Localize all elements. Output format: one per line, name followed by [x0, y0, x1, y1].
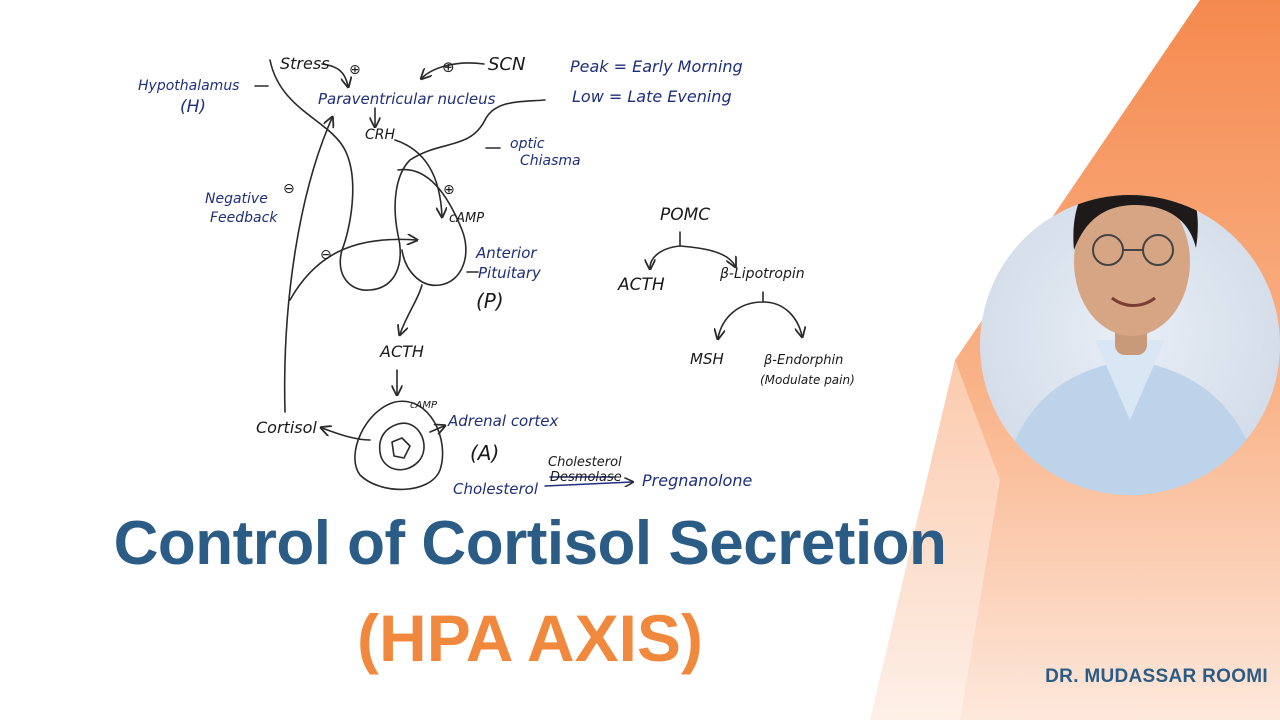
cholesterol-label: Cholesterol	[453, 480, 539, 498]
pomc-label: POMC	[660, 205, 710, 225]
pomc-acth-arrow	[650, 231, 681, 268]
crh-label: CRH	[365, 127, 396, 143]
desmolase-arrow	[544, 482, 632, 486]
author-name: DR. MUDASSAR ROOMI	[1045, 666, 1268, 687]
adrenal-camp-label: cAMP	[410, 400, 438, 411]
adrenal-cortex-label: Adrenal cortex	[447, 412, 559, 430]
cortisol-label: Cortisol	[256, 418, 317, 437]
adrenal-core	[391, 437, 411, 459]
crh-plus-icon: ⊕	[443, 182, 455, 198]
lipotropin-label: β-Lipotropin	[719, 266, 805, 282]
presenter-photo	[980, 195, 1280, 495]
feedback-pituitary-arrow	[289, 239, 416, 301]
enzyme-label-2: Desmolase	[550, 470, 622, 485]
pituitary-abbr: (P)	[476, 289, 504, 313]
stress-arrow	[321, 63, 348, 86]
hypothalamus-abbr: (H)	[180, 97, 206, 117]
adrenal-gland	[354, 400, 444, 491]
adrenal-abbr: (A)	[470, 441, 499, 465]
pituitary-acth-arrow	[400, 284, 423, 334]
pomc-acth-label: ACTH	[617, 275, 665, 295]
msh-label: MSH	[690, 350, 724, 368]
enzyme-label-1: Cholesterol	[548, 455, 622, 470]
stress-plus-icon: ⊕	[349, 62, 361, 78]
optic-label: optic	[510, 136, 545, 152]
chiasma-label: Chiasma	[520, 153, 581, 169]
feedback-hypothalamus-arrow	[283, 118, 332, 413]
adrenal-cortisol-arrow	[322, 428, 371, 441]
crh-pituitary-arrow	[394, 139, 442, 216]
endorphin-label: β-Endorphin	[763, 353, 843, 368]
scn-arrow	[422, 62, 485, 78]
peak-label: Peak = Early Morning	[570, 57, 743, 76]
stress-label: Stress	[280, 54, 330, 73]
lipotropin-endorphin-arrow	[762, 301, 802, 336]
pituitary-label: Pituitary	[478, 264, 542, 282]
adrenal-medulla	[378, 422, 425, 471]
pituitary-minus-icon: ⊖	[320, 247, 332, 263]
lipotropin-msh-arrow	[718, 291, 764, 338]
hpa-diagram: Stress ⊕ ⊕ SCN Hypothalamus (H) Paravent…	[138, 54, 855, 498]
pregnenolone-label: Pregnanolone	[642, 471, 752, 490]
paraventricular-label: Paraventricular nucleus	[318, 90, 496, 108]
anterior-label: Anterior	[475, 244, 537, 262]
modulate-label: (Modulate pain)	[760, 373, 855, 387]
hypothalamus-label: Hypothalamus	[138, 78, 239, 94]
sub-title: (HPA AXIS)	[357, 601, 703, 675]
low-label: Low = Late Evening	[572, 87, 732, 106]
acth-label: ACTH	[379, 342, 424, 361]
feedback-label: Feedback	[210, 210, 278, 226]
main-title: Control of Cortisol Secretion	[113, 509, 947, 578]
pomc-lipotropin-arrow	[679, 245, 735, 266]
feedback-minus-icon: ⊖	[283, 181, 295, 197]
hypothalamus-outline	[269, 59, 546, 291]
pituitary-outline	[397, 168, 467, 286]
scn-plus-icon: ⊕	[442, 58, 455, 76]
pituitary-camp-label: cAMP	[449, 211, 484, 226]
scn-label: SCN	[488, 54, 525, 75]
negative-label: Negative	[205, 191, 268, 207]
